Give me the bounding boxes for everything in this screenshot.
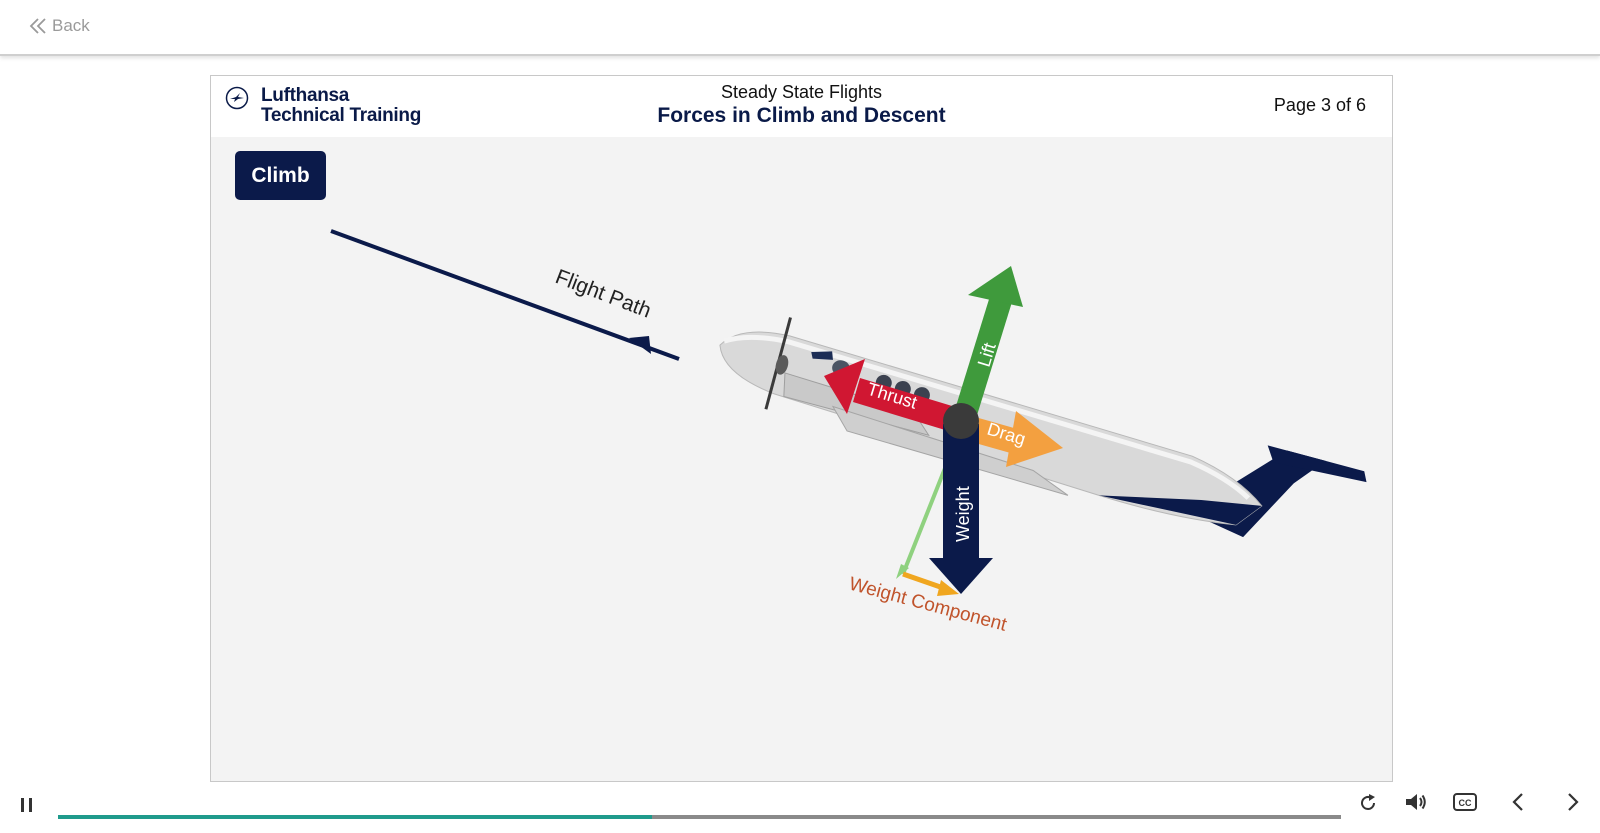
top-bar: Back: [0, 0, 1600, 56]
slide-frame: Lufthansa Technical Training Steady Stat…: [210, 75, 1393, 782]
previous-icon[interactable]: [1508, 791, 1528, 813]
weight-arrow: [929, 424, 993, 594]
page-indicator: Page 3 of 6: [1273, 95, 1366, 115]
pause-icon[interactable]: [19, 796, 35, 814]
double-chevron-left-icon: [29, 18, 46, 34]
logo-line2: Technical Training: [261, 105, 422, 126]
player-controls: CC: [0, 790, 1600, 833]
slide-subtitle: Steady State Flights: [720, 82, 883, 102]
climb-badge: Climb: [235, 151, 326, 200]
next-icon[interactable]: [1563, 791, 1583, 813]
volume-icon[interactable]: [1404, 791, 1428, 813]
crane-logo-icon: [225, 86, 249, 110]
weight-label: Weight: [953, 486, 973, 542]
captions-icon[interactable]: CC: [1452, 792, 1478, 812]
lift-arrow: [952, 266, 1023, 425]
logo-line1: Lufthansa: [261, 85, 350, 106]
back-label: Back: [52, 16, 90, 35]
back-button[interactable]: Back: [28, 16, 90, 36]
lufthansa-logo: Lufthansa Technical Training: [225, 86, 421, 126]
replay-icon[interactable]: [1357, 792, 1379, 814]
weight-component-arrow: [902, 571, 959, 596]
flight-path-label: Flight Path: [552, 265, 654, 322]
progress-bar[interactable]: [58, 815, 1341, 819]
slide-title: Forces in Climb and Descent: [657, 104, 946, 127]
slide-header: Lufthansa Technical Training Steady Stat…: [211, 76, 1392, 137]
progress-fill: [58, 815, 653, 819]
flight-path-arrow: [330, 229, 680, 361]
svg-text:CC: CC: [1459, 798, 1472, 808]
thrust-arrow: [824, 359, 962, 433]
forces-diagram: Flight Path: [330, 229, 1367, 636]
center-of-gravity-dot: [943, 403, 979, 439]
